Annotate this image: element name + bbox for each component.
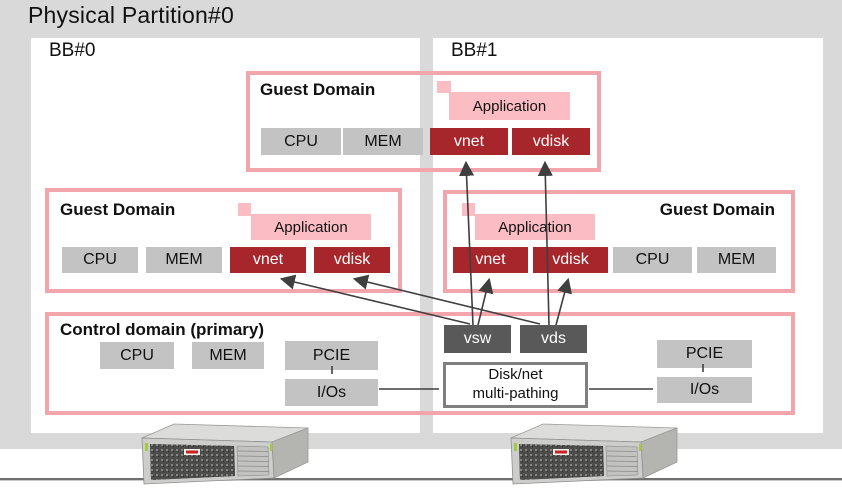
- guest-domain-top-title: Guest Domain: [260, 80, 376, 99]
- bottom-divider-line: [0, 478, 842, 480]
- pcie-box-bb1: PCIE: [657, 340, 752, 368]
- building-block-0-label: BB#0: [49, 40, 96, 61]
- vds-box: vds: [520, 325, 587, 353]
- guest-domain-left-title: Guest Domain: [60, 200, 176, 219]
- vnet-box: vnet: [430, 128, 508, 155]
- ios-box-bb1: I/Os: [657, 377, 752, 403]
- cpu-box: CPU: [62, 247, 138, 273]
- guest-domain-left: Guest Domain Application CPU MEM vnet vd…: [45, 188, 402, 293]
- guest-domain-right-title: Guest Domain: [659, 200, 775, 219]
- server-illustration-bb0: [141, 423, 309, 485]
- cpu-box: CPU: [261, 128, 341, 155]
- guest-domain-top: Guest Domain Application CPU MEM vnet vd…: [246, 71, 601, 172]
- application-tab-decoration: [462, 203, 475, 216]
- disk-net-multipathing-box: Disk/net multi-pathing: [443, 362, 588, 408]
- application-tab-decoration: [437, 81, 451, 93]
- server-illustration-bb1: [510, 423, 678, 485]
- bottom-divider-highlight: [0, 480, 842, 481]
- mem-box: MEM: [192, 342, 264, 369]
- multipathing-line1: Disk/net: [488, 366, 543, 384]
- application-box: Application: [475, 214, 595, 240]
- vdisk-box: vdisk: [314, 247, 390, 273]
- pcie-box: PCIE: [285, 341, 378, 370]
- control-domain-title: Control domain (primary): [60, 320, 265, 339]
- physical-partition-title: Physical Partition#0: [28, 2, 234, 28]
- cpu-box: CPU: [100, 342, 174, 369]
- cpu-box: CPU: [613, 247, 692, 273]
- control-domain: Control domain (primary) CPU MEM PCIE I/…: [45, 312, 795, 415]
- mem-box: MEM: [146, 247, 222, 273]
- application-box: Application: [449, 92, 570, 120]
- guest-domain-right: Guest Domain Application vnet vdisk CPU …: [443, 190, 795, 293]
- building-block-1-label: BB#1: [451, 40, 498, 61]
- mem-box: MEM: [343, 128, 423, 155]
- vnet-box: vnet: [230, 247, 306, 273]
- multipathing-line2: multi-pathing: [472, 385, 559, 402]
- vsw-box: vsw: [444, 325, 511, 353]
- vnet-box: vnet: [453, 247, 528, 273]
- application-tab-decoration: [238, 203, 251, 216]
- vdisk-box: vdisk: [512, 128, 590, 155]
- ios-box: I/Os: [285, 379, 378, 406]
- mem-box: MEM: [697, 247, 776, 273]
- vdisk-box: vdisk: [533, 247, 608, 273]
- application-box: Application: [251, 214, 371, 240]
